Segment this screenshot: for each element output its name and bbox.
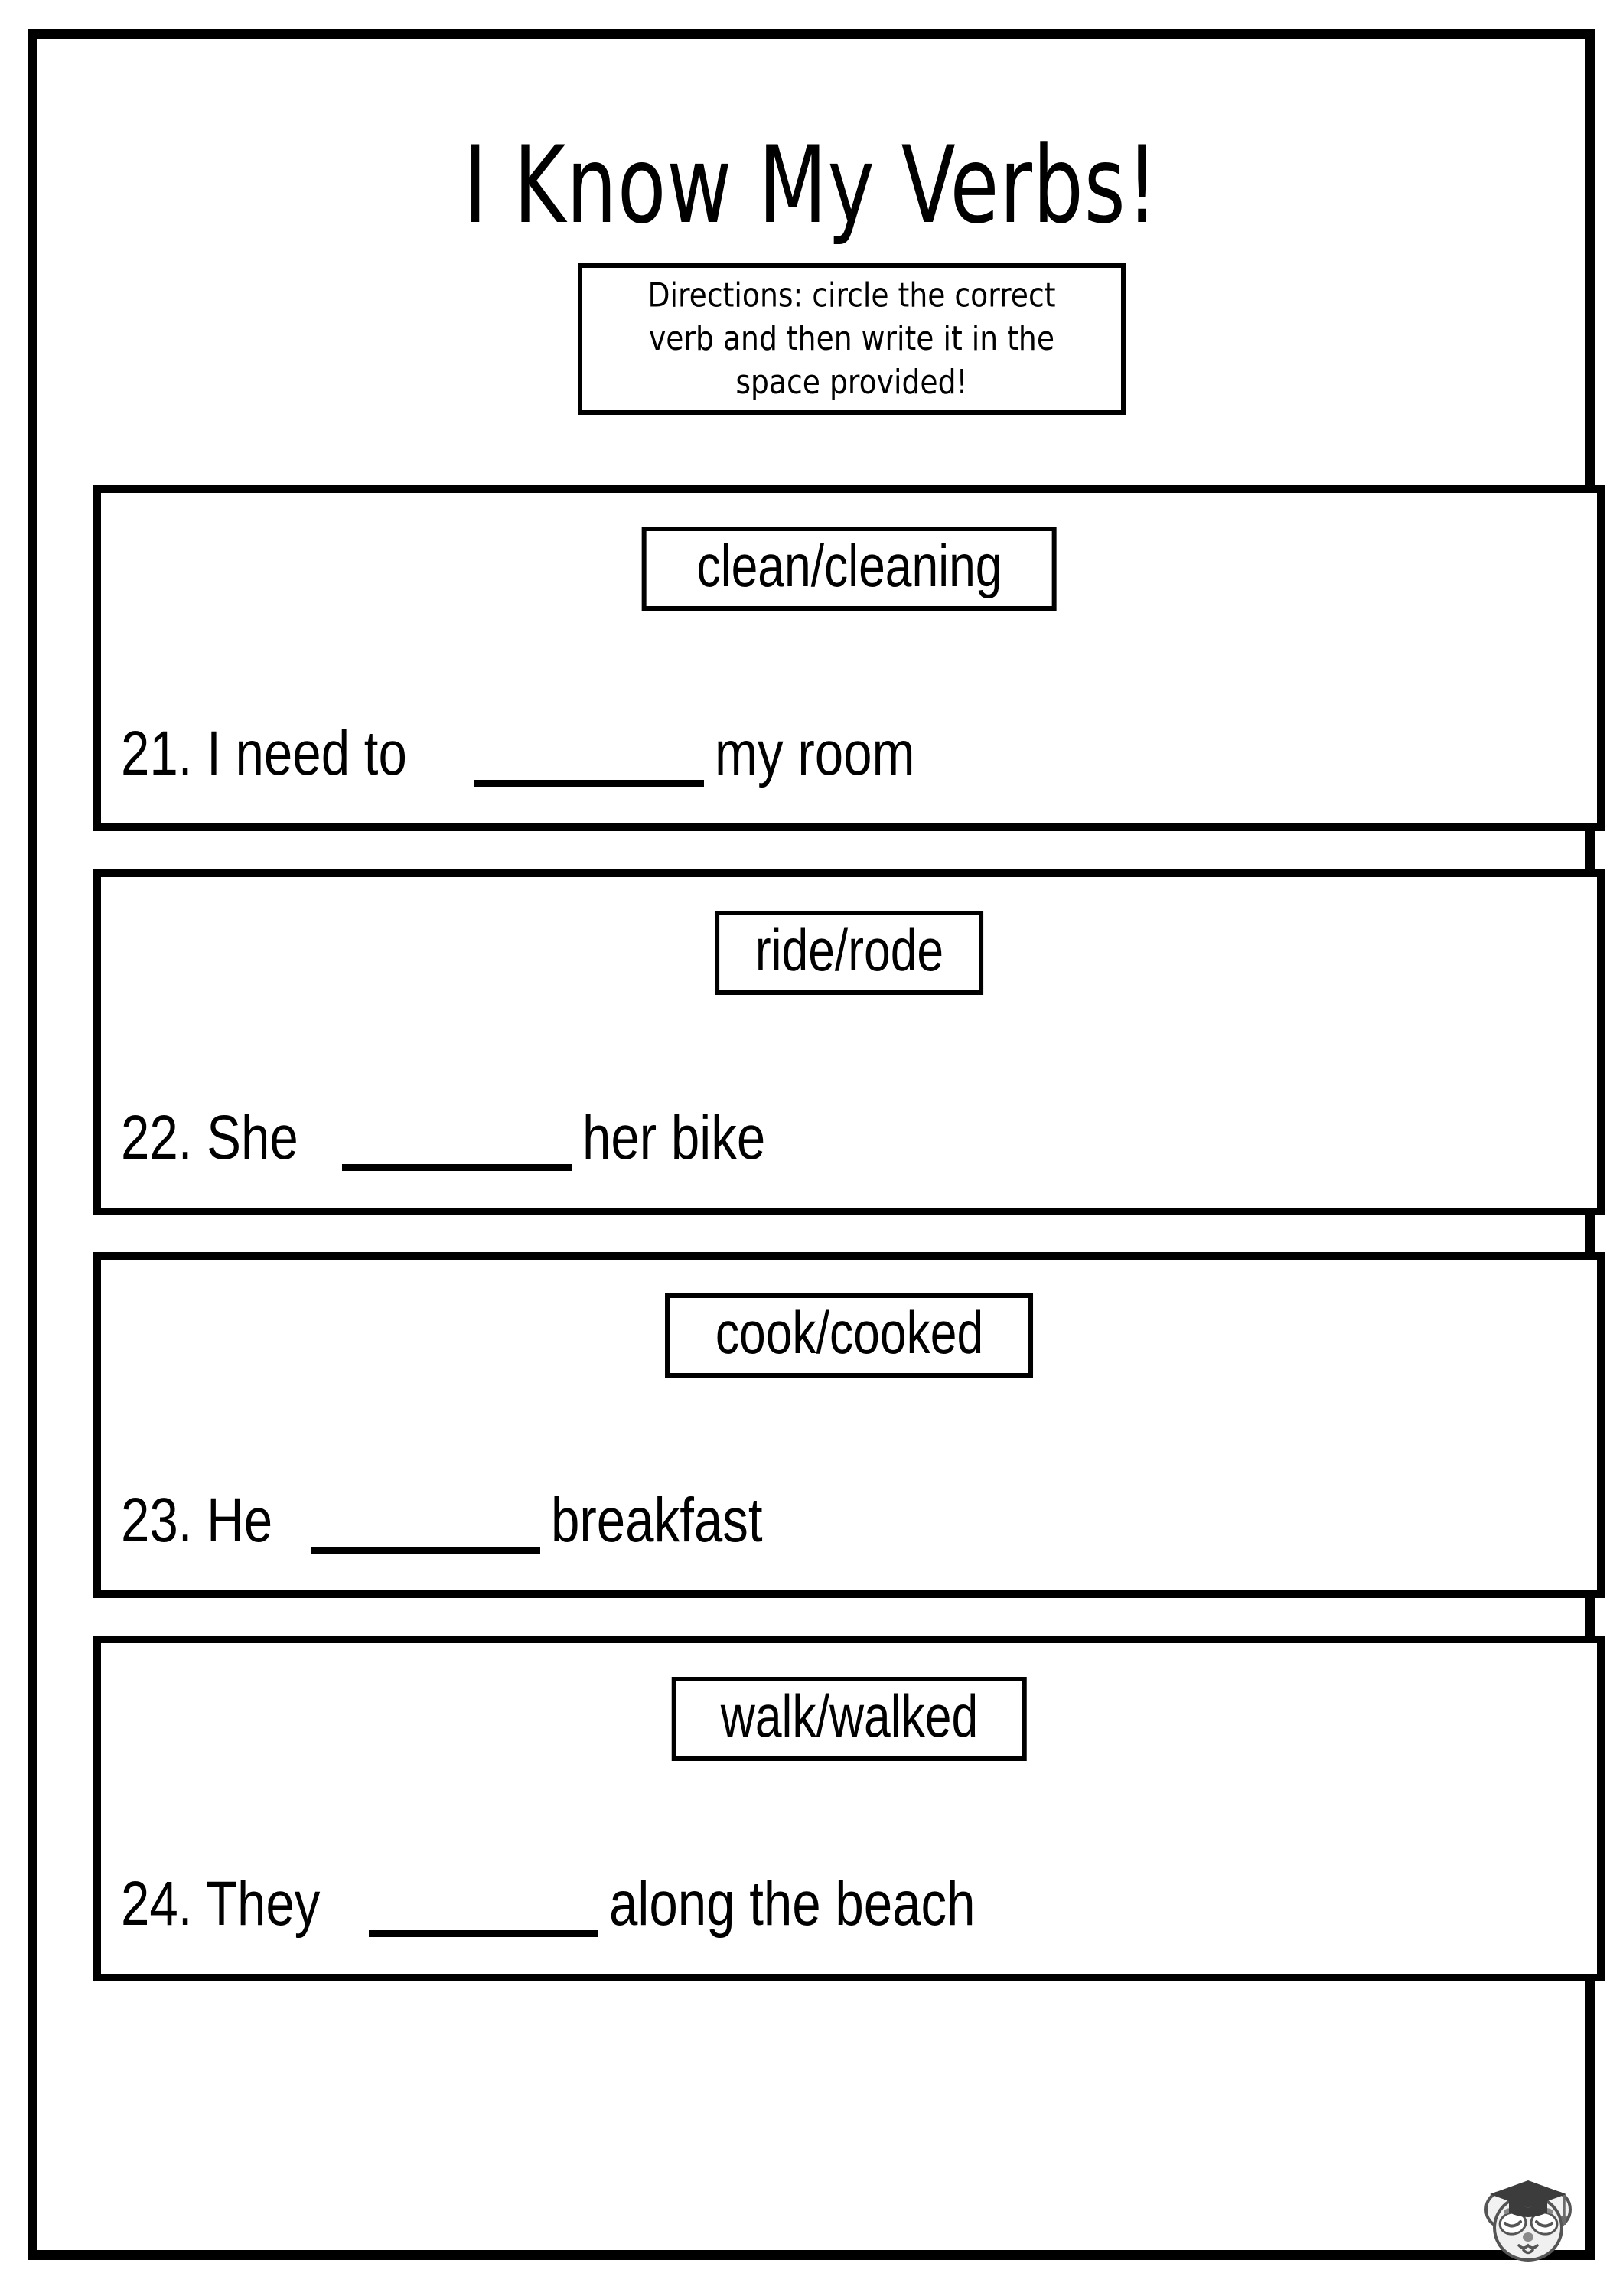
page-outer-border: I Know My Verbs! Directions: circle the … [28, 29, 1605, 2262]
sentence-row: 21. I need to my room [121, 719, 1577, 788]
page-title: I Know My Verbs! [463, 122, 1159, 248]
verb-choice-box[interactable]: ride/rode [714, 911, 984, 995]
directions-box: Directions: circle the correct verb and … [578, 263, 1126, 415]
question-box: walk/walked 24. They along the beach [93, 1636, 1605, 1981]
question-box: clean/cleaning 21. I need to my room [93, 485, 1605, 831]
verb-choice-label: clean/cleaning [696, 532, 1002, 599]
verb-choice-label: cook/cooked [715, 1299, 983, 1366]
answer-blank[interactable] [310, 1547, 540, 1554]
directions-text: Directions: circle the correct verb and … [647, 276, 1056, 402]
question-box: ride/rode 22. She her bike [93, 869, 1605, 1215]
sentence-row: 22. She her bike [121, 1103, 1577, 1172]
sentence-row: 24. They along the beach [121, 1869, 1577, 1939]
question-box: cook/cooked 23. He breakfast [93, 1252, 1605, 1598]
answer-blank[interactable] [341, 1164, 572, 1171]
verb-choice-box[interactable]: cook/cooked [664, 1293, 1034, 1378]
sentence-suffix: her bike [582, 1103, 765, 1172]
sentence-prefix: 23. He [121, 1486, 273, 1555]
sentence-suffix: breakfast [550, 1486, 763, 1555]
panda-graduate-mascot-icon [1475, 2173, 1582, 2280]
verb-choice-label: ride/rode [754, 916, 943, 983]
sentence-prefix: 22. She [121, 1103, 298, 1172]
sentence-suffix: my room [714, 719, 915, 788]
sentence-suffix: along the beach [608, 1869, 976, 1939]
sentence-prefix: 21. I need to [121, 719, 407, 788]
answer-blank[interactable] [368, 1930, 598, 1937]
verb-choice-box[interactable]: walk/walked [671, 1677, 1027, 1761]
answer-blank[interactable] [474, 780, 704, 787]
verb-choice-label: walk/walked [720, 1682, 978, 1750]
verb-choice-box[interactable]: clean/cleaning [641, 527, 1057, 611]
sentence-prefix: 24. They [121, 1869, 321, 1939]
sentence-row: 23. He breakfast [121, 1486, 1577, 1555]
